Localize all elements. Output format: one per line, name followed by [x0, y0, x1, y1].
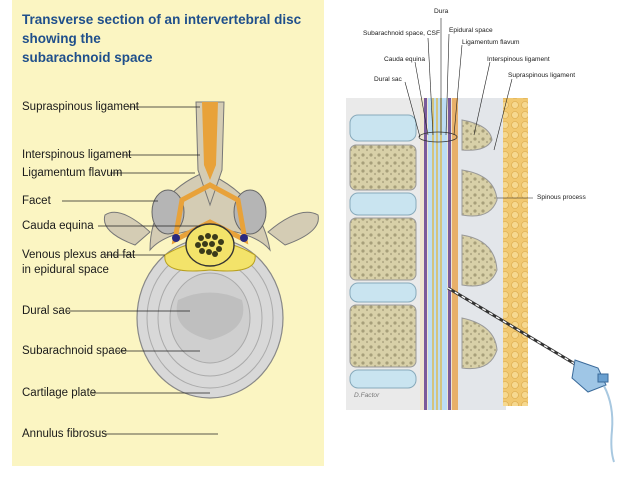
label-interspinous-ligament: Interspinous ligament	[22, 149, 132, 161]
label-dural-sac: Dural sac	[22, 305, 71, 317]
dura-anterior	[424, 98, 427, 410]
spinal-needle-markings	[447, 287, 586, 371]
supraspinous-ligament-shape	[202, 102, 218, 180]
label-cauda-equina-right: Cauda equina	[384, 56, 426, 63]
title-line-1: Transverse section of an intervertebral …	[22, 12, 302, 46]
nucleus-core	[176, 292, 244, 340]
label-interspinous-right: Interspinous ligament	[487, 56, 550, 63]
ligamentum-flavum-band	[452, 98, 458, 410]
label-ligamentum-flavum-right: Ligamentum flavum	[462, 39, 520, 46]
label-subarachnoid-csf: Subarachnoid space, CSF	[363, 30, 440, 37]
label-cauda-equina: Cauda equina	[22, 220, 94, 232]
label-epidural-space: in epidural space	[22, 264, 109, 276]
label-supraspinous-right: Supraspinous ligament	[508, 72, 576, 79]
leader-lines-left	[62, 106, 218, 435]
venous-plexus-left	[172, 234, 180, 242]
label-facet: Facet	[22, 195, 51, 207]
label-spinous-process: Spinous process	[537, 194, 586, 201]
artist-signature: D.Factor	[354, 392, 380, 399]
label-dura: Dura	[434, 8, 449, 15]
label-venous-plexus: Venous plexus and fat	[22, 249, 136, 261]
figure-title: Transverse section of an intervertebral …	[22, 10, 318, 67]
leader-lines-right	[404, 18, 533, 199]
supraspinous-fat	[503, 98, 528, 406]
transverse-process-right	[267, 211, 319, 246]
label-supraspinous-ligament: Supraspinous ligament	[22, 101, 139, 113]
vertebral-bodies	[349, 144, 417, 368]
venous-plexus-right	[240, 234, 248, 242]
transverse-process-left	[103, 211, 151, 246]
spinous-processes	[461, 119, 498, 370]
label-dural-sac-right: Dural sac	[374, 76, 402, 83]
label-annulus-fibrosus: Annulus fibrosus	[22, 428, 108, 440]
dura-posterior	[448, 98, 451, 410]
cauda-equina-shape	[195, 233, 224, 257]
intervertebral-discs	[349, 114, 417, 389]
title-line-2: subarachnoid space	[22, 50, 153, 65]
needle-hub	[571, 359, 609, 393]
label-epidural-space-right: Epidural space	[449, 27, 493, 34]
label-ligamentum-flavum: Ligamentum flavum	[22, 167, 123, 179]
dural-sac-outline	[418, 131, 458, 143]
catheter-tube	[603, 385, 615, 463]
cauda-equina-fibers	[432, 98, 442, 410]
label-cartilage-plate: Cartilage plate	[22, 387, 97, 399]
label-subarachnoid-space: Subarachnoid space	[22, 345, 127, 357]
